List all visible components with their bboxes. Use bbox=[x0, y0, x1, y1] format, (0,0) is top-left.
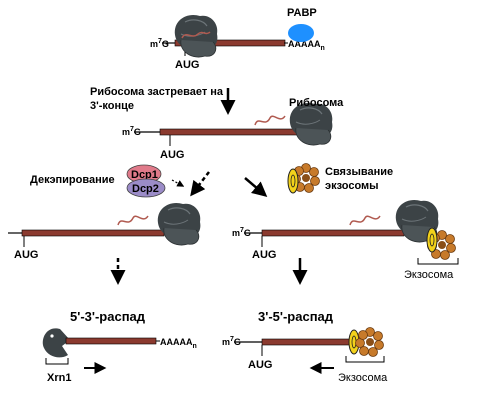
exosome-bound-mrna-body bbox=[261, 229, 405, 237]
stalled-mrna-body bbox=[159, 128, 301, 136]
stalled-mrna-construct: m7G AUG Рибосома bbox=[122, 97, 344, 161]
three-five-exosome bbox=[355, 327, 384, 357]
stalled-aug-label: AUG bbox=[160, 149, 184, 161]
pabp-protein bbox=[288, 24, 314, 42]
five-three-decay-title: 5'-3'-распад bbox=[70, 309, 146, 324]
three-five-exosome-label: Экзосома bbox=[338, 372, 388, 384]
five-three-mrna-body bbox=[65, 337, 157, 345]
three-five-decay-construct: m7G AUG Экзосома bbox=[222, 327, 388, 384]
xrn1-enzyme bbox=[42, 328, 70, 358]
top-aug-label: AUG bbox=[175, 59, 199, 71]
decapped-nascent-peptide bbox=[117, 215, 149, 226]
dcp2-label: Dcp2 bbox=[132, 183, 159, 195]
dcp2-protein bbox=[126, 178, 166, 198]
exosome-binding-line2: экзосомы bbox=[325, 180, 379, 192]
three-five-aug-label: AUG bbox=[248, 359, 272, 371]
svg-text:m7G: m7G bbox=[150, 38, 169, 49]
exosome-bracket bbox=[417, 258, 459, 265]
exosome-binding-line1: Связывание bbox=[325, 166, 393, 178]
exosome-binding-arrow bbox=[244, 177, 268, 197]
stall-label-line1: Рибосома застревает на bbox=[90, 86, 224, 98]
ribosome-label: Рибосома bbox=[289, 97, 344, 109]
five-three-decay-construct: AAAAAn Xrn1 bbox=[42, 328, 197, 384]
pabp-label: PABP bbox=[287, 7, 317, 19]
top-cap: m7G bbox=[150, 38, 169, 49]
decapped-mrna-construct: AUG bbox=[8, 202, 201, 261]
stall-label-line2: 3'-конце bbox=[90, 100, 134, 112]
exosome-bound-construct: m7G AUG Экзосома bbox=[232, 199, 459, 281]
three-five-mrna-body bbox=[261, 338, 353, 346]
binding-ski-icon bbox=[287, 168, 299, 194]
top-polya-tail: AAAAAn bbox=[288, 39, 325, 52]
decapped-mrna-body bbox=[21, 229, 165, 237]
exosome-bound-nascent-peptide bbox=[349, 215, 381, 226]
five-three-polya-tail: AAAAAn bbox=[160, 337, 197, 350]
exosome-bound-aug-label: AUG bbox=[252, 249, 276, 261]
three-five-decay-title: 3'-5'-распад bbox=[258, 309, 334, 324]
decapping-complex: Dcp1 Dcp2 bbox=[126, 164, 166, 198]
decapping-label: Декэпирование bbox=[30, 174, 115, 186]
dcp1-label: Dcp1 bbox=[131, 169, 158, 181]
decapped-ribosome bbox=[157, 202, 201, 246]
top-mrna-construct: m7G AAAAAn AUG PABP bbox=[150, 7, 325, 71]
xrn1-label: Xrn1 bbox=[47, 372, 71, 384]
decapping-pointer bbox=[171, 179, 185, 187]
exosome-label: Экзосома bbox=[404, 269, 454, 281]
decapped-aug-label: AUG bbox=[14, 249, 38, 261]
stalled-nascent-peptide bbox=[254, 115, 286, 126]
exosome-bound-ski bbox=[426, 227, 438, 253]
stalled-ribosome bbox=[289, 102, 333, 146]
decapping-arrow bbox=[190, 171, 210, 197]
top-nascent-peptide bbox=[181, 31, 211, 39]
